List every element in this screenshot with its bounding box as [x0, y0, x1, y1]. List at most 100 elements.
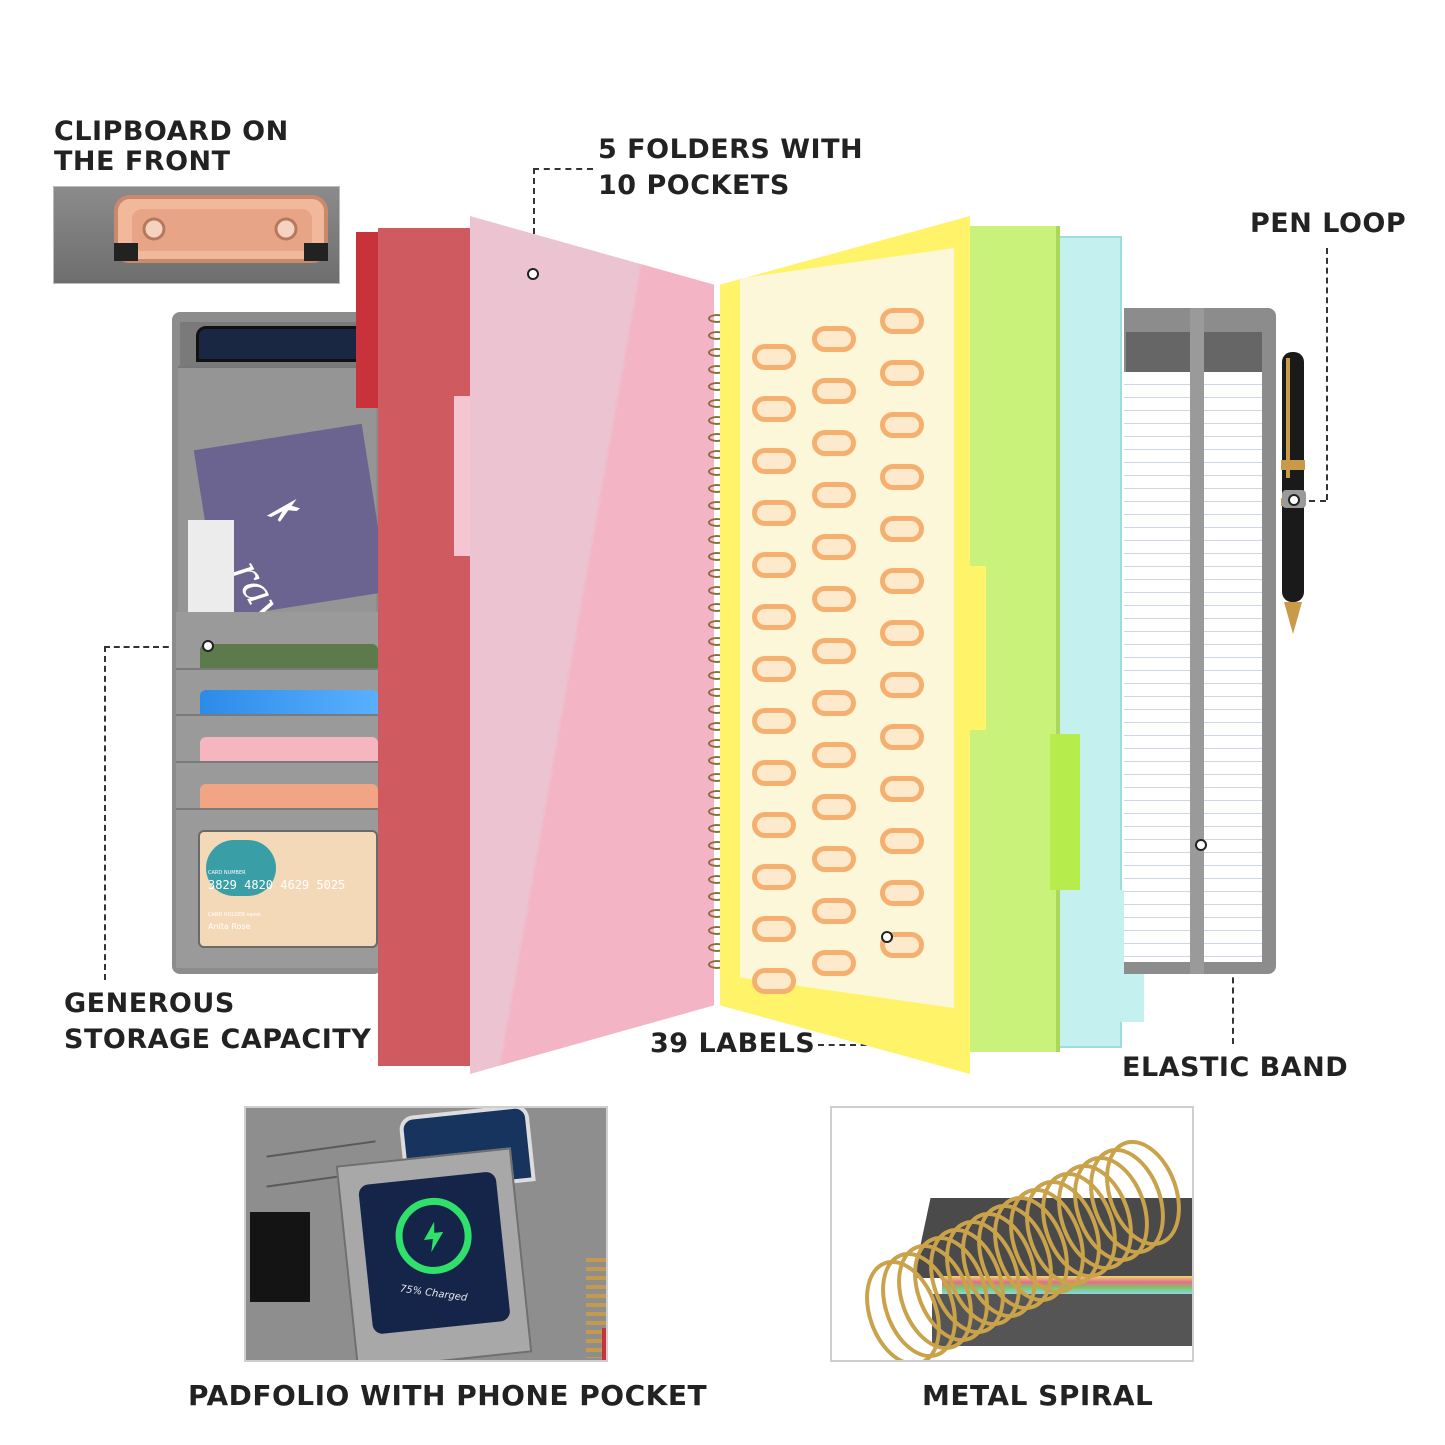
metal-spiral-panel [830, 1106, 1194, 1362]
label-sticker [880, 360, 924, 386]
label-sticker [880, 568, 924, 594]
marker-folders [527, 268, 539, 280]
label-sticker [880, 828, 924, 854]
marker-storage [202, 640, 214, 652]
label-sticker [752, 448, 796, 474]
label-sticker [880, 776, 924, 802]
label-sticker [812, 846, 856, 872]
label-sticker [752, 552, 796, 578]
label-sticker [880, 464, 924, 490]
label-sticker [752, 864, 796, 890]
label-sticker [812, 586, 856, 612]
label-sticker [752, 500, 796, 526]
red-folder [378, 228, 476, 1066]
label-sticker [812, 690, 856, 716]
card-slot-line [176, 761, 380, 763]
callout-clipboard-line1: CLIPBOARD ON [54, 116, 289, 147]
label-sticker [812, 950, 856, 976]
callout-clipboard: CLIPBOARD ON THE FRONT [54, 114, 289, 180]
card-pink [200, 737, 378, 763]
marker-pen-loop [1288, 494, 1300, 506]
caption-phone-pocket: PADFOLIO WITH PHONE POCKET [188, 1379, 708, 1412]
tablet-device [196, 326, 366, 362]
label-sticker [880, 516, 924, 542]
leader-folders-h [533, 168, 593, 170]
label-sticker [812, 534, 856, 560]
airplane-icon [266, 498, 301, 522]
pen-icon [1281, 352, 1305, 634]
leader-labels-h [818, 1044, 888, 1046]
phone-pocket-panel: 75% Charged [244, 1106, 608, 1362]
card-orange [200, 784, 378, 810]
ticket-paper [188, 520, 234, 614]
clip-icon [114, 195, 328, 263]
spiral-coils [832, 1108, 1192, 1360]
leader-storage-v [104, 646, 106, 980]
slot-window [250, 1212, 310, 1302]
card-blue [200, 690, 378, 716]
caption-metal-spiral: METAL SPIRAL [922, 1379, 1154, 1412]
label-sticker [880, 932, 924, 958]
label-sticker [752, 396, 796, 422]
card-number: 3829 4820 4629 5025 [208, 878, 346, 892]
callout-storage-line1: GENEROUS [64, 988, 235, 1019]
red-edge [602, 1328, 606, 1360]
label-sticker [812, 326, 856, 352]
lightning-icon [423, 1221, 444, 1253]
callout-folders-line1: 5 FOLDERS WITH [598, 134, 864, 165]
callout-storage: GENEROUS STORAGE CAPACITY [64, 986, 371, 1058]
callout-pen-loop: PEN LOOP [1250, 208, 1407, 239]
label-sticker [812, 638, 856, 664]
label-sticker [752, 968, 796, 994]
label-sticker [752, 656, 796, 682]
label-sticker [752, 916, 796, 942]
card-green [200, 644, 378, 670]
pink-folder [470, 216, 714, 1074]
label-sticker [812, 378, 856, 404]
label-sticker [880, 672, 924, 698]
callout-labels: 39 LABELS [650, 1028, 816, 1059]
label-sticker [880, 724, 924, 750]
charge-status: 75% Charged [399, 1283, 468, 1304]
label-sticker [752, 708, 796, 734]
label-sticker [880, 308, 924, 334]
label-sticker [752, 760, 796, 786]
card-slot-line [176, 808, 380, 810]
callout-storage-line2: STORAGE CAPACITY [64, 1024, 372, 1055]
card-slot-line [176, 714, 380, 716]
green-folder-tab [1050, 734, 1080, 890]
card-holder: Anita Rose [208, 922, 251, 931]
label-sticker [752, 812, 796, 838]
label-sticker [812, 742, 856, 768]
callout-clipboard-line2: THE FRONT [54, 146, 231, 177]
elastic-band [1190, 308, 1204, 974]
cover-bottom [932, 1294, 1192, 1346]
card-holder-caption: CARD HOLDER name [208, 912, 261, 918]
colored-sheets [942, 1276, 1192, 1294]
marker-elastic [1195, 839, 1207, 851]
leader-pen-v [1326, 248, 1328, 500]
marker-labels [881, 931, 893, 943]
label-sticker [812, 794, 856, 820]
label-sticker [752, 344, 796, 370]
label-sticker [880, 412, 924, 438]
leader-folders-v [533, 168, 535, 274]
id-window: CARD NUMBER 3829 4820 4629 5025 CARD HOL… [198, 830, 378, 948]
callout-folders-line2: 10 POCKETS [598, 170, 790, 201]
label-sticker [812, 898, 856, 924]
callout-elastic: ELASTIC BAND [1122, 1052, 1349, 1083]
label-sticker [812, 430, 856, 456]
leader-pen-h [1298, 500, 1326, 502]
label-sticker [752, 604, 796, 630]
travel-card: ravel [193, 423, 389, 664]
callout-folders: 5 FOLDERS WITH 10 POCKETS [598, 132, 863, 204]
phone-screen: 75% Charged [357, 1171, 511, 1335]
label-sticker [880, 620, 924, 646]
clipboard-thumbnail [53, 186, 340, 284]
label-sticker [812, 482, 856, 508]
pink-folder-tab [454, 396, 474, 556]
phone-pocket: 75% Charged [335, 1147, 533, 1360]
yellow-folder-tab [964, 566, 986, 730]
label-sticker [880, 880, 924, 906]
spiral-edge [586, 1258, 606, 1358]
